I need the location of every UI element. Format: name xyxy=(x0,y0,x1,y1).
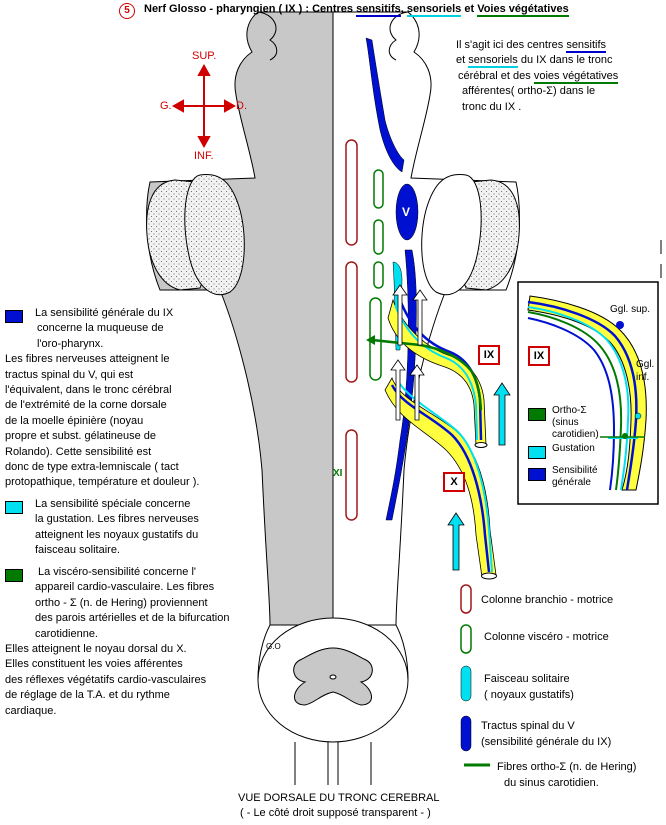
legend-solitary-1: Faisceau solitaire xyxy=(484,673,570,685)
legend-branchio: Colonne branchio - motrice xyxy=(481,594,614,606)
label-V: V xyxy=(402,205,411,219)
intro-text: Il s'agit ici des centres sensitifs et s… xyxy=(456,39,619,113)
label-IX-box: IX xyxy=(478,345,500,365)
legend-ortho-2: du sinus carotidien. xyxy=(504,777,599,789)
inset-legend-gustation: Gustation xyxy=(552,443,595,454)
section-general-sensibility: La sensibilité générale du IX concerne l… xyxy=(5,307,200,489)
footer-title: VUE DORSALE DU TRONC CEREBRAL xyxy=(238,792,440,804)
legend-tract-glyph xyxy=(460,715,472,752)
inset-ggl-sup: Ggl. sup. xyxy=(610,304,651,315)
legend-ortho-1: Fibres ortho-Σ (n. de Hering) xyxy=(497,761,637,773)
legend-viscero-glyph xyxy=(460,624,472,654)
label-sup: SUP. xyxy=(192,50,217,62)
inset-legend-general: Sensibilité générale xyxy=(552,465,598,488)
orientation-cross xyxy=(171,63,237,149)
spinal-tract-V xyxy=(365,37,405,173)
viscero-motor-columns xyxy=(369,169,384,381)
label-X-box: X xyxy=(443,472,465,492)
ortho-fiber xyxy=(371,338,483,411)
footer-subtitle: ( - Le côté droit supposé transparent - … xyxy=(240,807,431,819)
legend-viscero: Colonne viscéro - motrice xyxy=(484,631,609,643)
label-left: G. xyxy=(160,100,172,112)
swatch-viscero-sensibility xyxy=(5,569,23,582)
peduncle-left-inner xyxy=(184,173,245,296)
legend-tract-1: Tractus spinal du V xyxy=(481,720,575,732)
legend-solitary-2: ( noyaux gustatifs) xyxy=(484,689,574,701)
section-viscero-sensibility: La viscéro-sensibilité concerne l' appar… xyxy=(5,566,230,717)
label-right: D. xyxy=(236,100,247,112)
nucleus-V xyxy=(395,183,419,241)
inset-swatch-ortho xyxy=(528,408,546,421)
inset-swatch-gustation xyxy=(528,446,546,459)
swatch-general-sensibility xyxy=(5,310,23,323)
page-title: Nerf Glosso - pharyngien ( IX ) : Centre… xyxy=(144,3,569,17)
swatch-gustation xyxy=(5,501,23,514)
legend-tract-2: (sensibilité générale du IX) xyxy=(481,736,612,748)
peduncle-right-inner xyxy=(421,173,482,296)
figure-number-badge: 5 xyxy=(119,3,135,19)
inset-IX-box: IX xyxy=(528,346,550,366)
section-gustation: La sensibilité spéciale concerne la gust… xyxy=(35,498,199,557)
label-GO: G.O xyxy=(266,642,281,651)
branchio-motor-columns xyxy=(345,139,358,521)
inset-ggl-inf: Ggl.inf. xyxy=(636,359,655,383)
label-XI: XI xyxy=(333,468,343,479)
inset-swatch-general xyxy=(528,468,546,481)
legend-solitary-glyph xyxy=(460,665,472,702)
label-inf: INF. xyxy=(194,150,214,162)
inset-legend-ortho: Ortho-Σ (sinus carotidien) xyxy=(552,405,599,440)
legend-branchio-glyph xyxy=(460,584,472,614)
